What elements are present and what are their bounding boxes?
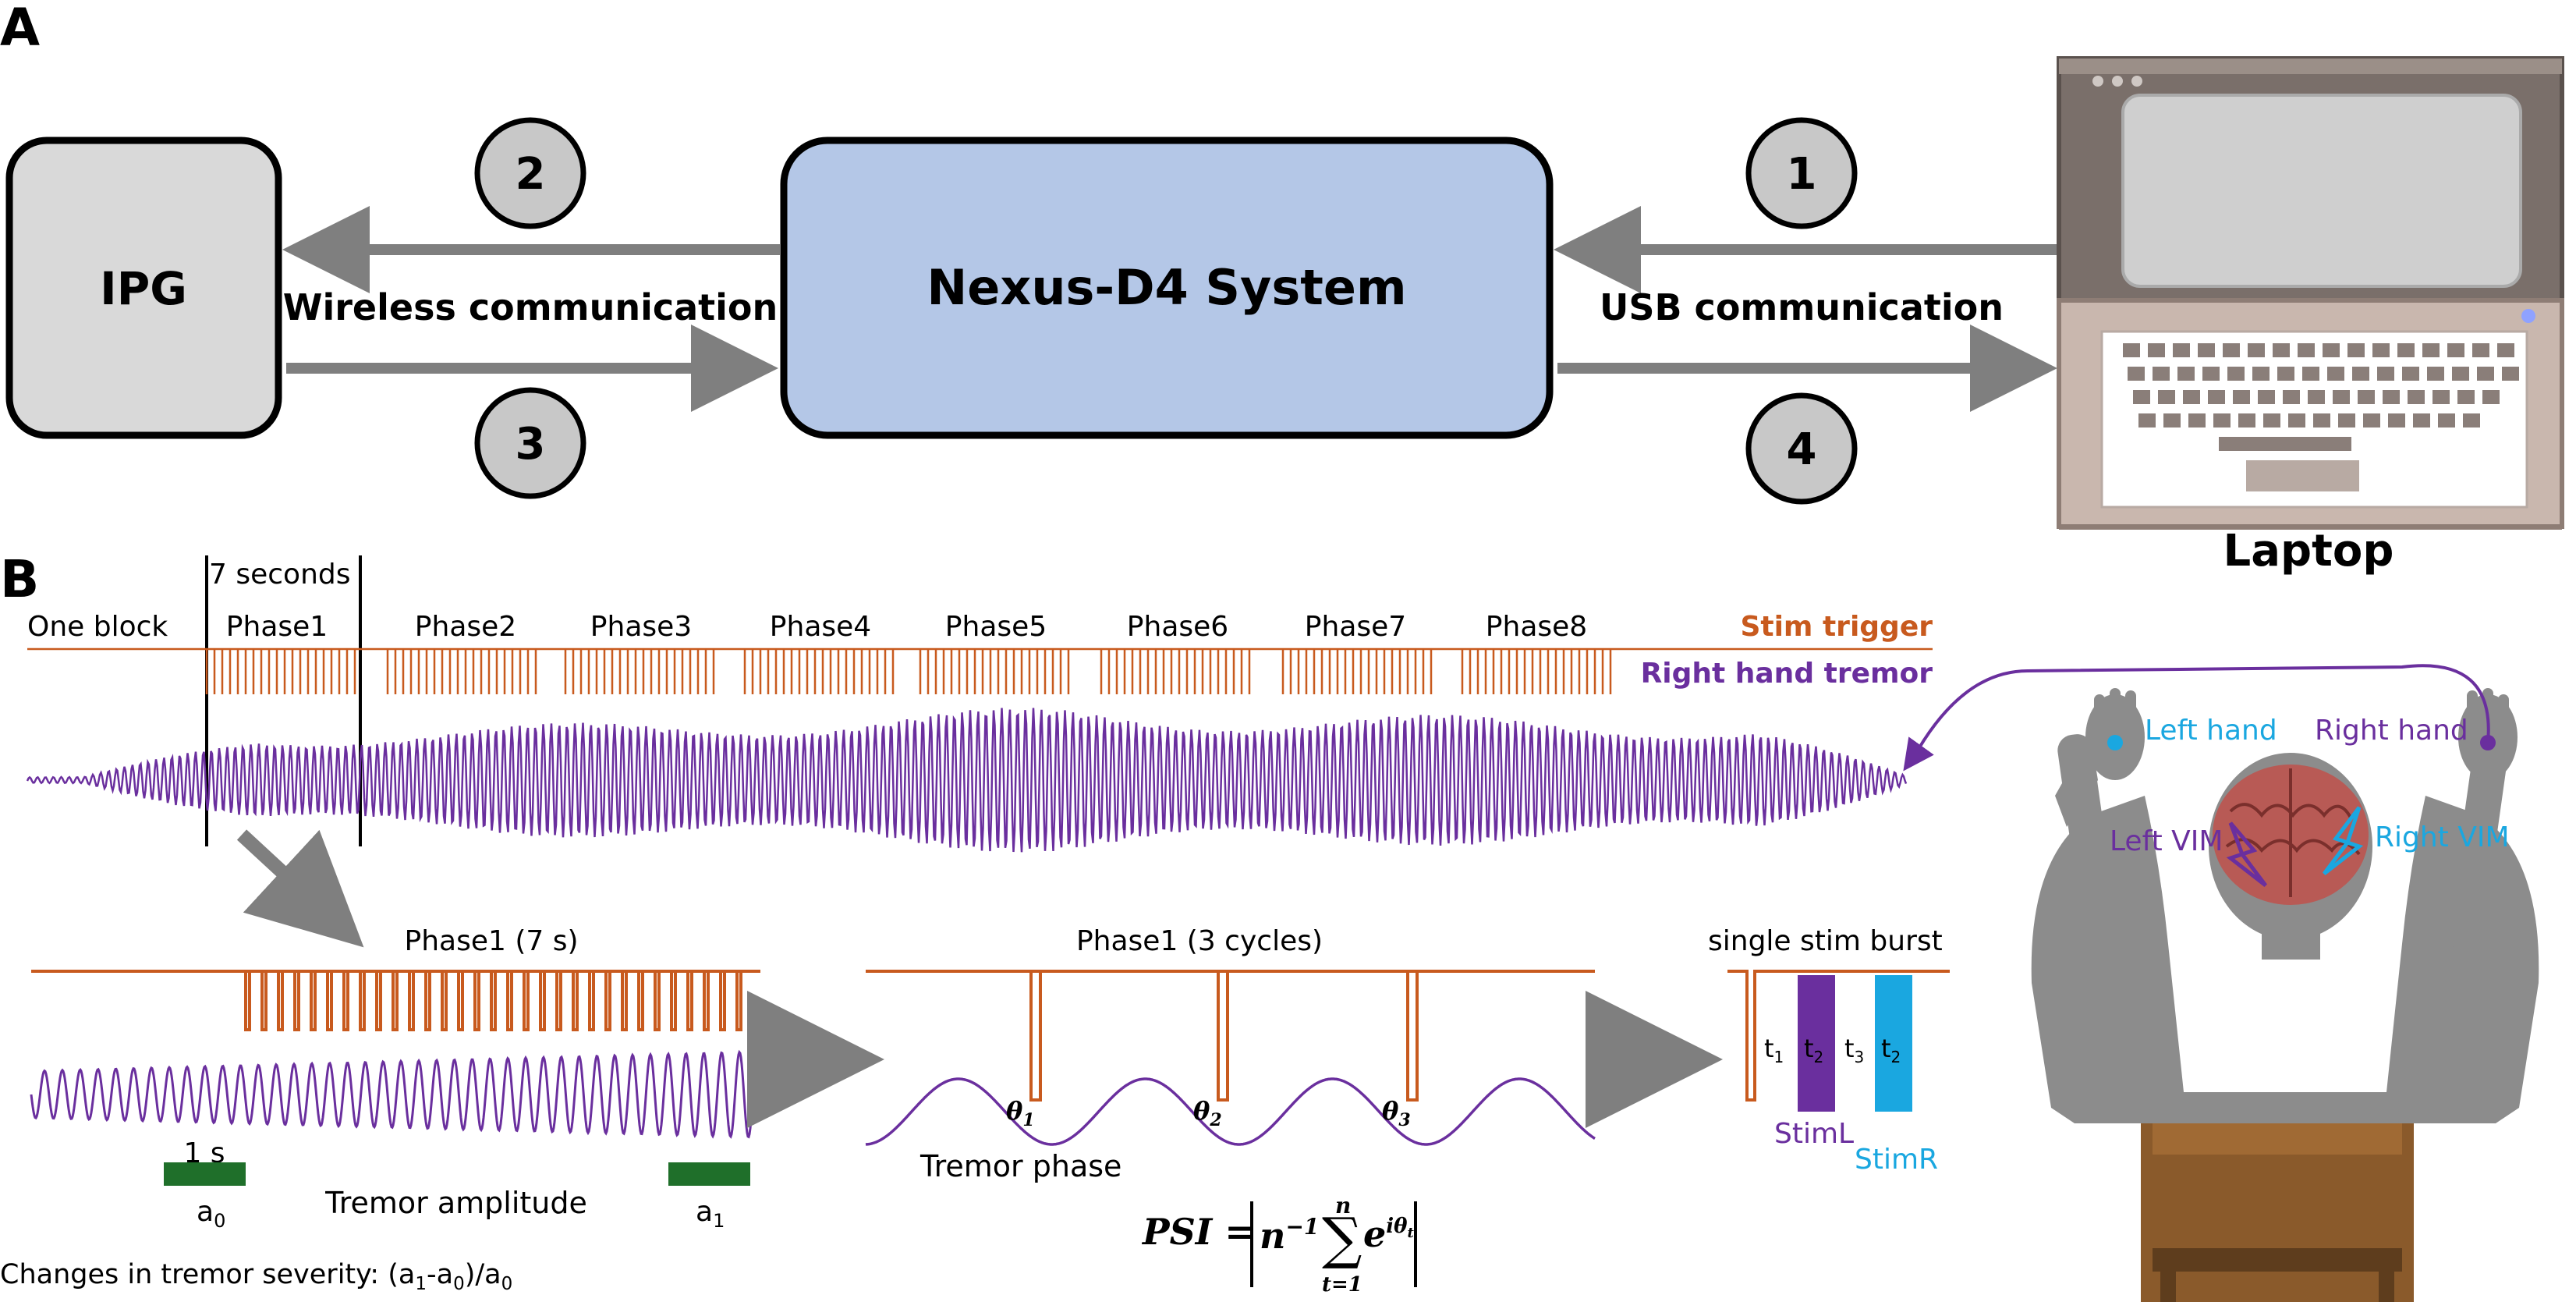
step-circle-4: 4 [1745, 392, 1858, 505]
stim-burst-pulse [1727, 970, 1950, 1102]
laptop-label: Laptop [2223, 526, 2394, 576]
patient-illustration [1903, 664, 2539, 1302]
stim-trigger-label: Stim trigger [1740, 611, 1933, 643]
a1-window-bar [668, 1162, 750, 1186]
right-hand-tremor-trace [26, 708, 1908, 853]
seven-seconds-label: 7 seconds [209, 559, 351, 591]
one-block-label: One block [27, 611, 168, 643]
phase1-3cycles-tremor-trace [865, 1077, 1596, 1146]
step-circle-3: 3 [474, 387, 586, 499]
phase-label-5: Phase5 [945, 611, 1047, 643]
a0-label: a0 [197, 1196, 225, 1232]
t1-label: t1 [1764, 1034, 1784, 1066]
panel-b-label: B [0, 549, 39, 609]
laptop-illustration: Laptop [2057, 56, 2564, 576]
phase-label-2: Phase2 [415, 611, 516, 643]
t2-left-label: t2 [1804, 1034, 1823, 1066]
svg-text:1: 1 [1787, 149, 1817, 200]
right-hand-label: Right hand [2315, 715, 2468, 747]
phase-label-3: Phase3 [590, 611, 692, 643]
theta-2-label: θ2 [1193, 1096, 1222, 1130]
stim-l-label: StimL [1774, 1118, 1854, 1150]
a0-window-bar [164, 1162, 246, 1186]
usb-label: USB communication [1600, 286, 2004, 328]
tremor-severity-formula: Changes in tremor severity: (a1-a0)/a0 [0, 1259, 512, 1294]
phase-label-8: Phase8 [1486, 611, 1587, 643]
phase-label-4: Phase4 [770, 611, 871, 643]
single-stim-burst-title: single stim burst [1708, 925, 1943, 957]
panel-a-label: A [0, 0, 40, 58]
step-circle-1: 1 [1745, 117, 1858, 229]
svg-text:n: n [1335, 1193, 1351, 1219]
theta-3-label: θ3 [1382, 1096, 1411, 1130]
phase1-7s-title: Phase1 (7 s) [404, 925, 578, 957]
nexus-box: Nexus-D4 System [780, 137, 1554, 439]
sensor-wire [1903, 664, 2490, 772]
ipg-label: IPG [100, 262, 187, 315]
wireless-label: Wireless communication [283, 286, 778, 328]
psi-formula: PSI = n−1 ∑ n t=1 eiθt [1141, 1193, 1417, 1297]
right-hand-tremor-label: Right hand tremor [1641, 658, 1933, 690]
phase1-tremor-trace [30, 1048, 762, 1139]
phase1-3cycles-title: Phase1 (3 cycles) [1076, 925, 1323, 957]
phase-label-1: Phase1 [226, 611, 328, 643]
phase-label-6: Phase6 [1127, 611, 1228, 643]
theta-1-label: θ1 [1006, 1096, 1035, 1130]
phase1-stim-trace [31, 970, 760, 1031]
left-hand-label: Left hand [2145, 715, 2277, 747]
t2-right-label: t2 [1881, 1034, 1901, 1066]
left-hand-sensor-dot [2107, 735, 2123, 750]
laptop-screen [2121, 94, 2522, 288]
a1-label: a1 [696, 1196, 725, 1232]
phase-label-7: Phase7 [1305, 611, 1406, 643]
zoom-arrow [236, 829, 364, 948]
svg-text:PSI =: PSI = [1141, 1211, 1255, 1253]
left-vim-bolt [2226, 821, 2267, 887]
svg-text:t=1: t=1 [1322, 1273, 1362, 1297]
stim-r-label: StimR [1855, 1144, 1938, 1176]
svg-text:∑: ∑ [1322, 1205, 1362, 1271]
nexus-label: Nexus-D4 System [927, 259, 1406, 316]
t3-label: t3 [1844, 1034, 1864, 1066]
svg-text:4: 4 [1787, 424, 1817, 475]
svg-text:eiθt: eiθt [1363, 1213, 1415, 1255]
left-vim-label: Left VIM [2110, 825, 2223, 857]
right-vim-bolt [2323, 806, 2364, 875]
right-vim-label: Right VIM [2375, 821, 2510, 853]
keyboard-keys [2123, 343, 2519, 491]
phase-labels: Phase1 Phase2 Phase3 Phase4 Phase5 Phase6 Phas… [226, 611, 1587, 643]
phase1-3cycles-stim-trace [866, 970, 1595, 1102]
stim-r-bar [1875, 975, 1912, 1112]
ipg-box: IPG [5, 137, 282, 439]
stim-l-bar [1798, 975, 1835, 1112]
svg-text:n−1: n−1 [1260, 1214, 1319, 1257]
tremor-phase-label: Tremor phase [919, 1149, 1121, 1183]
svg-text:3: 3 [516, 419, 546, 470]
stim-trigger-trace [27, 647, 1933, 694]
tremor-amplitude-label: Tremor amplitude [324, 1186, 587, 1220]
step-circle-2: 2 [474, 117, 586, 229]
svg-text:2: 2 [516, 149, 546, 200]
